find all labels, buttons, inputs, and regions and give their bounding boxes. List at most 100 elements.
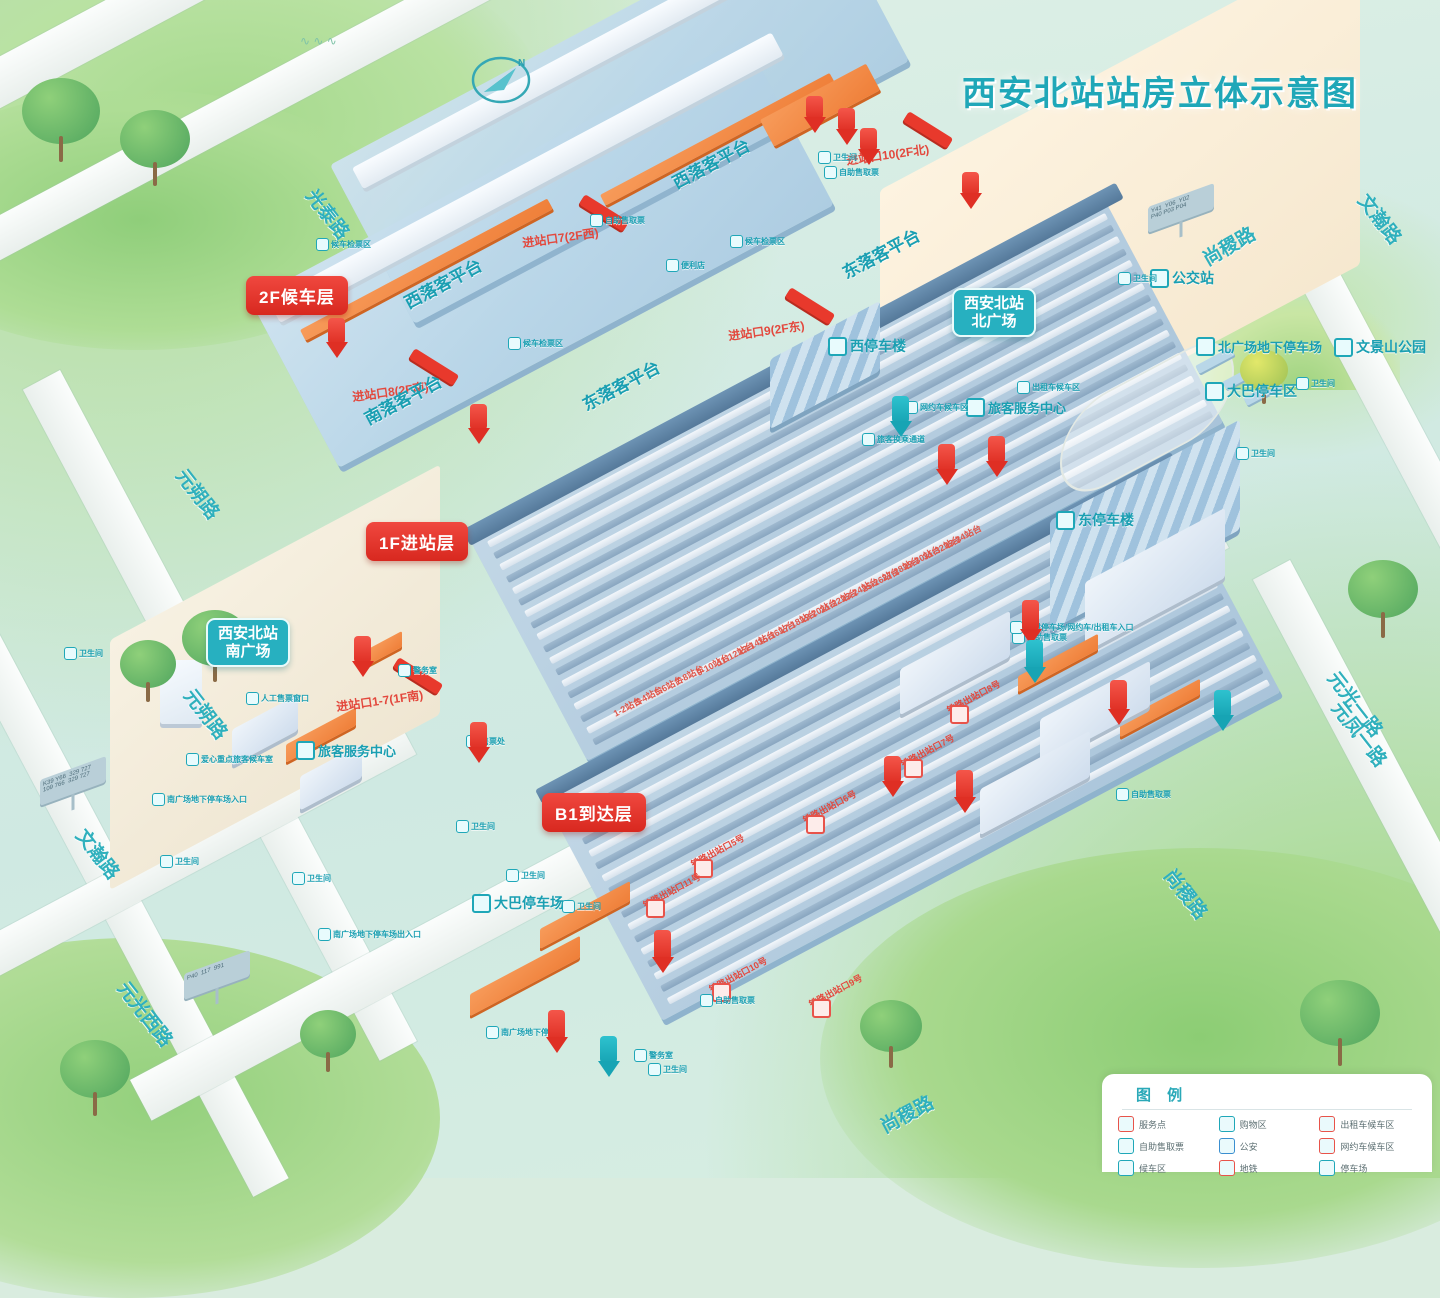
- facility-marker[interactable]: 自助售取票: [1116, 788, 1171, 801]
- facility-marker[interactable]: 南广场地下停车场: [486, 1026, 565, 1039]
- legend-item: 服务点: [1118, 1116, 1215, 1132]
- plaza-tag-south[interactable]: 西安北站南广场: [206, 618, 291, 668]
- facility-icon: [160, 855, 173, 868]
- wayfinding-arrow-teal: [1023, 640, 1046, 684]
- compass-north-label: N: [518, 58, 525, 69]
- arrow-head: [985, 460, 1008, 477]
- place-label: 东停车楼: [1078, 512, 1134, 528]
- place-marker[interactable]: 西停车楼: [828, 336, 906, 356]
- facility-marker[interactable]: 人工售票窗口: [246, 692, 309, 705]
- arrow-head: [803, 117, 826, 134]
- exit-marker[interactable]: 铁路出站口9号: [806, 973, 865, 1018]
- facility-marker[interactable]: 南广场地下停车场出入口: [318, 928, 421, 941]
- facility-marker[interactable]: 旅客换乘通道: [862, 433, 925, 446]
- facility-icon: [506, 869, 519, 882]
- facility-icon: [186, 753, 199, 766]
- arrow-shaft: [956, 770, 973, 800]
- plaza-tag-north[interactable]: 西安北站北广场: [952, 288, 1037, 338]
- service-icon: [296, 741, 315, 760]
- facility-marker[interactable]: 网约车候车区: [905, 401, 968, 414]
- parking-icon: [1319, 1160, 1336, 1176]
- place-label: 大巴停车区: [1227, 383, 1297, 399]
- legend-item-label: 候车区: [1139, 1163, 1167, 1174]
- tree: [300, 1010, 356, 1074]
- exit-marker[interactable]: 铁路出站口6号: [800, 789, 859, 834]
- facility-marker[interactable]: 卫生间: [818, 151, 857, 164]
- facility-marker[interactable]: 出租车候车区: [1017, 381, 1080, 394]
- facility-icon: [634, 1049, 647, 1062]
- place-marker[interactable]: 旅客服务中心: [966, 398, 1066, 417]
- facility-marker[interactable]: 警务室: [398, 664, 437, 677]
- facility-label: 候车检票区: [331, 240, 371, 249]
- arrow-head: [351, 660, 374, 677]
- exit-marker[interactable]: 铁路出站口11号: [640, 872, 704, 918]
- facility-marker[interactable]: 卫生间: [506, 869, 545, 882]
- facility-marker[interactable]: 自助售取票: [700, 994, 755, 1007]
- ride-hailing-icon: [1319, 1138, 1336, 1154]
- facility-label: 南广场地下停车场入口: [167, 795, 247, 804]
- place-marker[interactable]: 北广场地下停车场: [1196, 337, 1322, 356]
- wayfinding-arrow-red: [651, 930, 674, 974]
- plaza-line-1: 西安北站: [964, 295, 1025, 312]
- facility-marker[interactable]: 南广场地下停车场入口: [152, 793, 247, 806]
- facility-marker[interactable]: 便利店: [666, 259, 705, 272]
- arrow-shaft: [988, 436, 1005, 464]
- facility-label: 卫生间: [577, 902, 601, 911]
- exit-marker[interactable]: 铁路出站口10号: [706, 956, 770, 1002]
- place-marker[interactable]: 大巴停车区: [1205, 381, 1297, 401]
- wayfinding-arrow-red: [857, 128, 880, 166]
- place-marker[interactable]: 旅客服务中心: [296, 741, 396, 760]
- facility-marker[interactable]: 卫生间: [1296, 377, 1335, 390]
- facility-label: 卫生间: [471, 822, 495, 831]
- legend-items: 服务点购物区出租车候车区自助售取票公安网约车候车区候车区地铁停车场: [1118, 1116, 1416, 1176]
- waiting-icon: [1118, 1160, 1134, 1176]
- facility-marker[interactable]: 卫生间: [64, 647, 103, 660]
- level-tag-2f[interactable]: 2F候车层: [246, 276, 348, 315]
- place-marker[interactable]: 文景山公园: [1334, 337, 1426, 357]
- facility-label: 人工售票窗口: [261, 694, 309, 703]
- facility-marker[interactable]: 候车检票区: [730, 235, 785, 248]
- parking-icon: [1056, 510, 1075, 530]
- place-marker[interactable]: 大巴停车场: [472, 893, 564, 913]
- exit-icon: [904, 759, 923, 778]
- legend-title: 图 例: [1136, 1087, 1189, 1104]
- exit-marker[interactable]: 铁路出站口5号: [688, 833, 747, 878]
- tree: [120, 640, 176, 704]
- arrow-head: [545, 1037, 568, 1054]
- place-marker[interactable]: 东停车楼: [1056, 510, 1134, 530]
- level-tag-1f[interactable]: 1F进站层: [366, 522, 468, 561]
- facility-label: 卫生间: [521, 871, 545, 880]
- facility-marker[interactable]: 卫生间: [648, 1063, 687, 1076]
- exit-marker[interactable]: 铁路出站口8号: [944, 679, 1003, 724]
- info-icon: [1118, 1116, 1134, 1132]
- facility-marker[interactable]: 自助售取票: [590, 214, 645, 227]
- facility-marker[interactable]: 卫生间: [1236, 447, 1275, 460]
- facility-marker[interactable]: 卫生间: [456, 820, 495, 833]
- facility-marker[interactable]: 候车检票区: [316, 238, 371, 251]
- exit-marker[interactable]: 铁路出站口7号: [898, 733, 957, 778]
- level-tag-b1[interactable]: B1到达层: [542, 793, 646, 832]
- facility-label: 南广场地下停车场出入口: [333, 930, 421, 939]
- tree: [60, 1040, 130, 1120]
- facility-icon: [318, 928, 331, 941]
- facility-label: 卫生间: [1133, 274, 1157, 283]
- facility-marker[interactable]: 候车检票区: [508, 337, 563, 350]
- taxi-icon: [1319, 1116, 1336, 1132]
- facility-icon: [862, 433, 875, 446]
- wayfinding-arrow-red: [803, 96, 826, 134]
- facility-marker[interactable]: 警务室: [634, 1049, 673, 1062]
- facility-marker[interactable]: 爱心重点旅客候车室: [186, 753, 273, 766]
- place-marker[interactable]: 公交站: [1150, 268, 1214, 288]
- arrow-head: [651, 957, 674, 974]
- legend-item: 候车区: [1118, 1160, 1215, 1176]
- facility-marker[interactable]: 卫生间: [292, 872, 331, 885]
- facility-label: 售票处: [481, 737, 505, 746]
- wayfinding-arrow-teal: [1211, 690, 1234, 731]
- facility-marker[interactable]: 自助售取票: [824, 166, 879, 179]
- tree: [860, 1000, 922, 1072]
- legend-panel: 图 例 服务点购物区出租车候车区自助售取票公安网约车候车区候车区地铁停车场: [1102, 1074, 1432, 1176]
- facility-marker[interactable]: 卫生间: [562, 900, 601, 913]
- facility-marker[interactable]: 卫生间: [1118, 272, 1157, 285]
- facility-marker[interactable]: 卫生间: [160, 855, 199, 868]
- legend-item-label: 公安: [1239, 1141, 1258, 1152]
